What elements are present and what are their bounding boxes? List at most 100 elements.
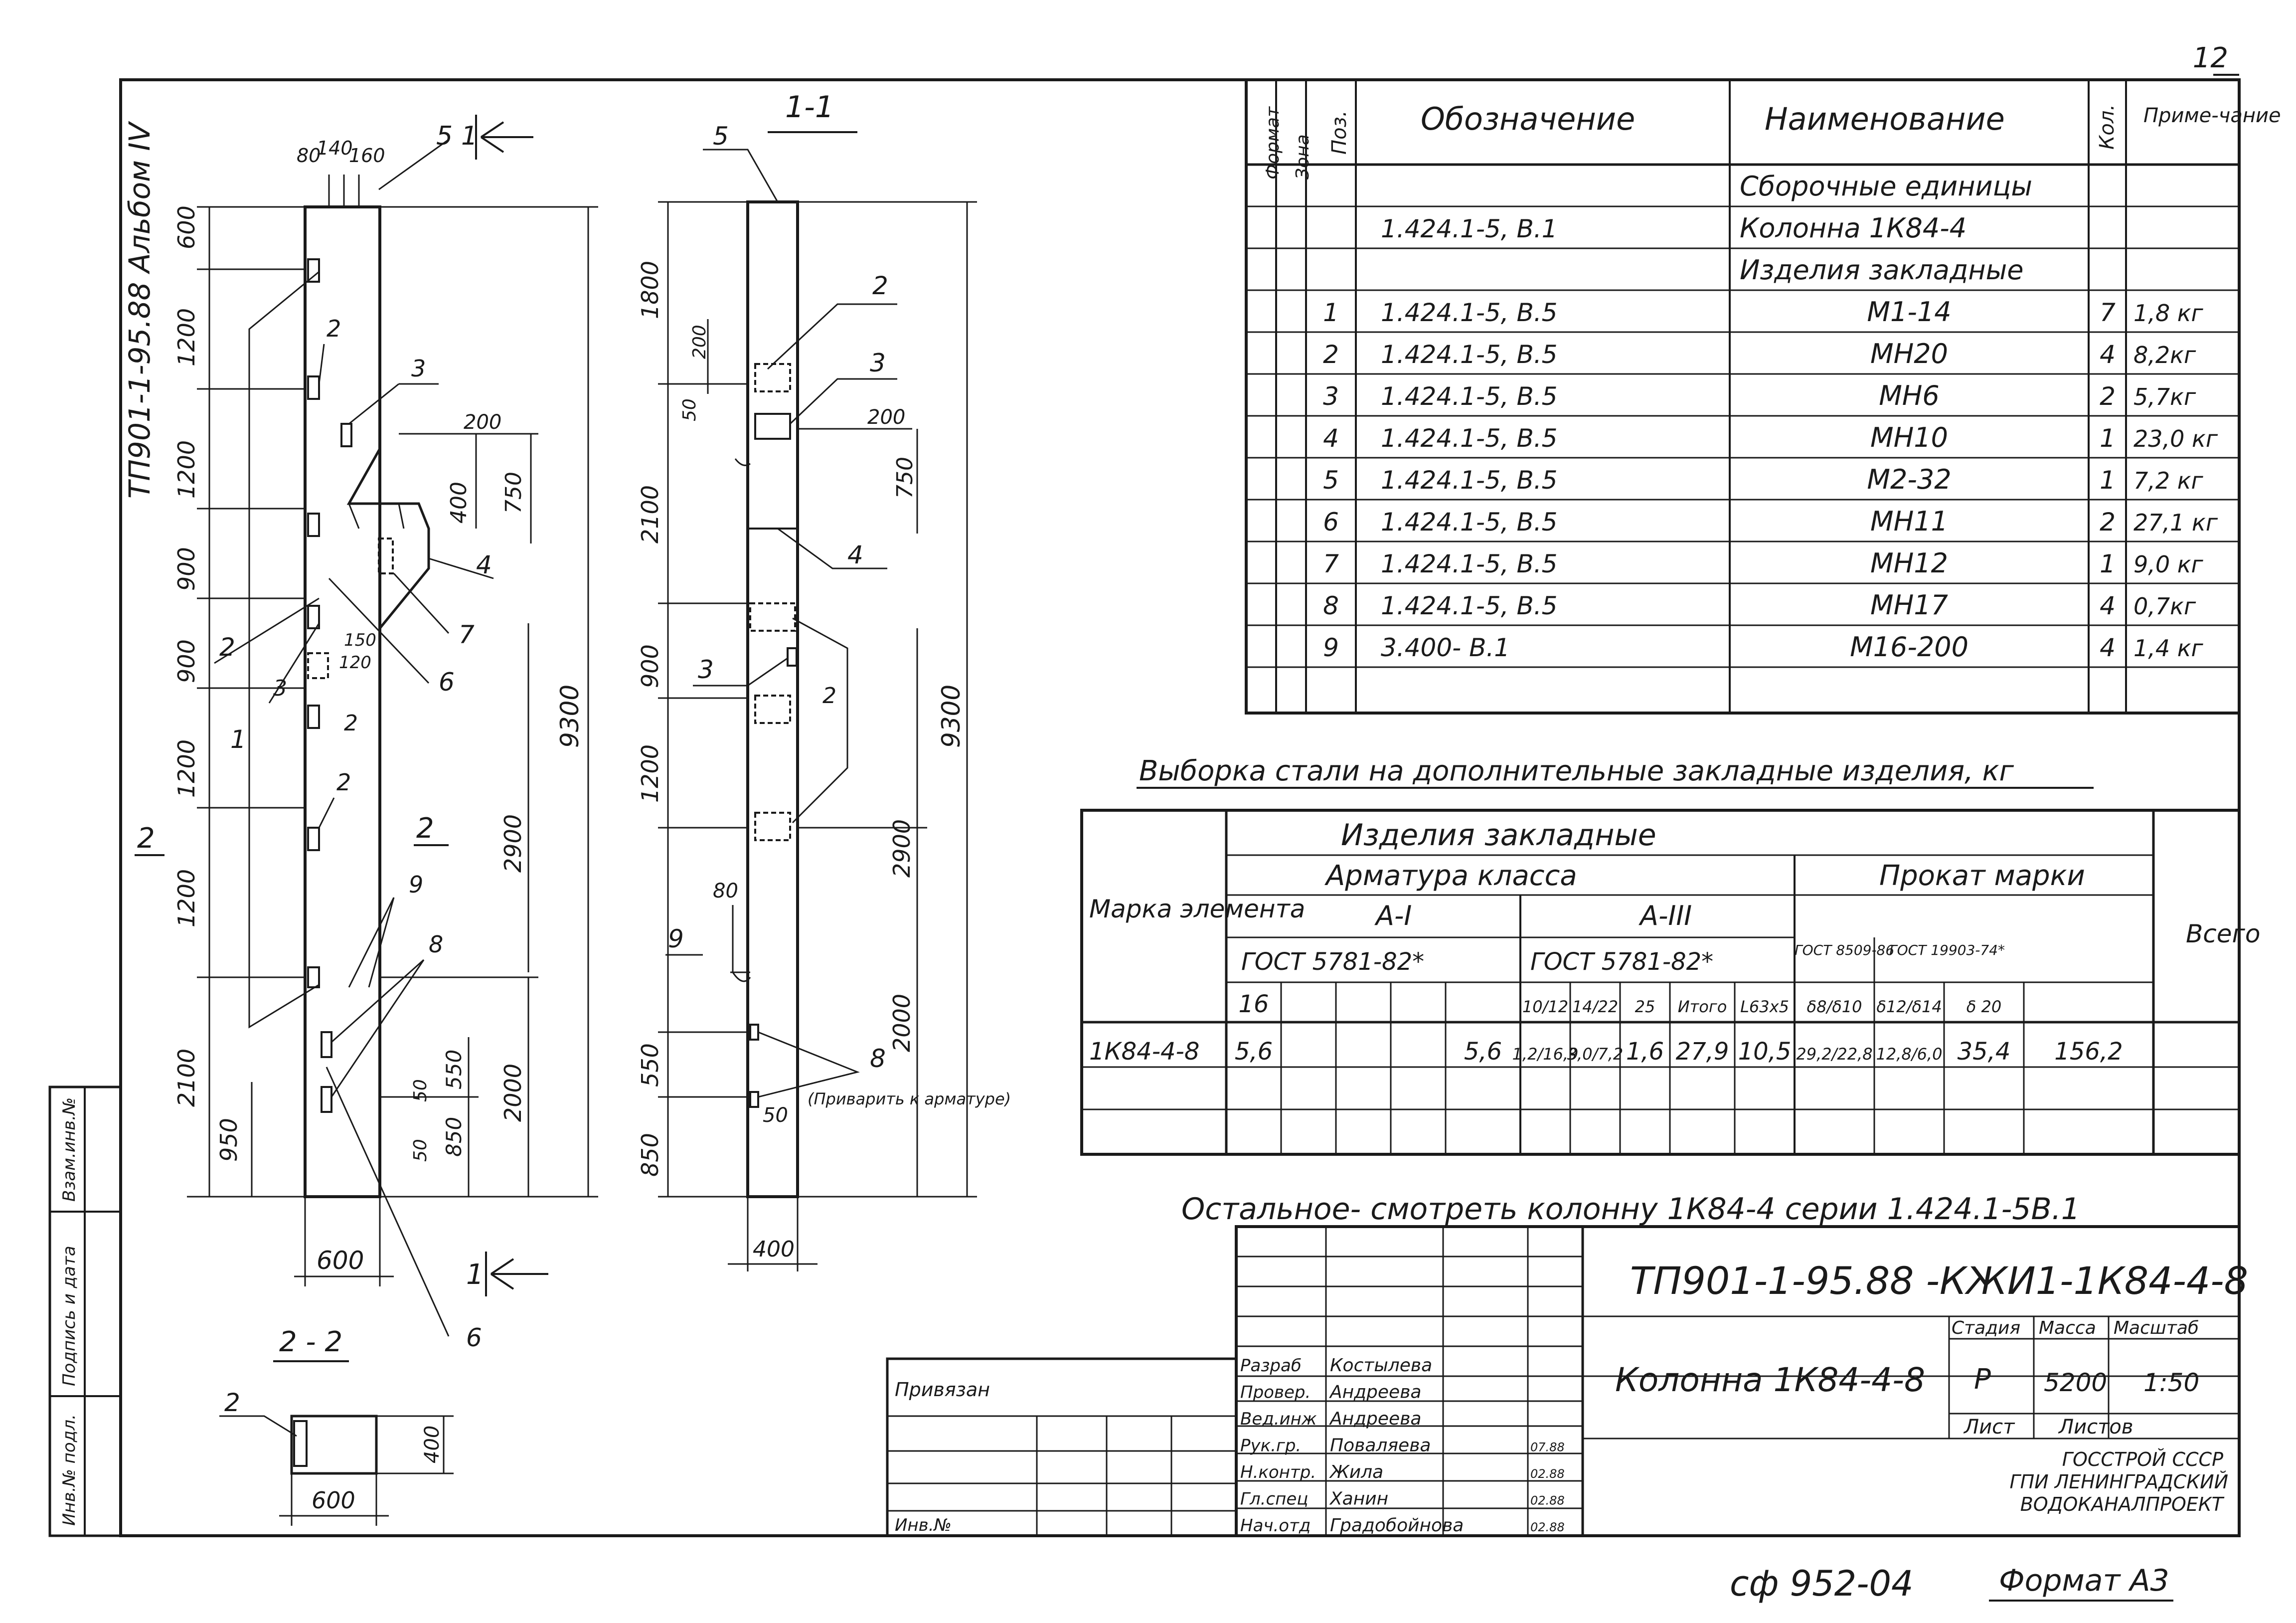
spec-note: 9,0 кг: [2133, 551, 2204, 578]
dim-right: 550: [442, 1050, 466, 1089]
steel-h-gost: ГОСТ 5781-82*: [1530, 948, 1713, 976]
steel-h-a1: А-I: [1374, 900, 1412, 931]
dim-base: 400: [753, 1237, 795, 1262]
steel-h-a3: А-III: [1639, 900, 1692, 931]
steel-value: 156,2: [2054, 1038, 2123, 1066]
steel-sub: 16: [1238, 990, 1269, 1018]
callout: 3: [273, 676, 287, 701]
section-2-2-rect: [290, 1415, 378, 1475]
svg-text:1200: 1200: [173, 440, 200, 499]
spec-header: Обозначение: [1421, 101, 1635, 137]
binding-label: Привязан: [895, 1379, 990, 1401]
side-code: ТП901-1-95.88 Альбом IV: [123, 121, 157, 499]
svg-text:1200: 1200: [173, 869, 200, 927]
spec-name: МН12: [1870, 547, 1948, 579]
callout: 2: [344, 711, 358, 736]
spec-designation: 1.424.1-5, В.5: [1381, 298, 1558, 327]
sheets-header: Листов: [2058, 1416, 2133, 1439]
person-role: Провер.: [1240, 1383, 1311, 1403]
dim-bottom-left: 950: [215, 1118, 242, 1162]
spec-pos: 8: [1323, 591, 1339, 620]
section-2-2: 2 - 2 2 400 600: [219, 1326, 454, 1526]
spec-header: Зона: [1293, 134, 1313, 180]
spec-name: Сборочные единицы: [1740, 171, 2032, 202]
elevation-view: 80 140 160 5 1 600 1200 1200 900 900 120…: [135, 115, 598, 1352]
steel-h-gost: ГОСТ 8509-86: [1795, 942, 1894, 958]
scale-value: 1:50: [2143, 1368, 2199, 1397]
sheet-number: 12: [2193, 42, 2228, 74]
spec-name: Колонна 1К84-4: [1740, 212, 1967, 244]
person-date: 02.88: [1530, 1467, 1565, 1481]
callout: 5: [713, 122, 729, 151]
dim-right: 850: [442, 1117, 466, 1157]
spec-pos: 9: [1323, 633, 1339, 662]
steel-value: 29,2/22,8: [1796, 1045, 1872, 1064]
callout: 1: [230, 725, 246, 754]
dim: 600: [312, 1487, 355, 1514]
person-name: Поваляева: [1330, 1436, 1431, 1456]
spec-qty: 7: [2100, 298, 2116, 327]
steel-sub: 10/12: [1522, 997, 1568, 1016]
spec-qty: 4: [2100, 633, 2116, 662]
person-role: Разраб: [1240, 1356, 1302, 1376]
steel-sub: δ12/δ14: [1876, 997, 1942, 1016]
dim-right: 750: [501, 472, 526, 514]
steel-h-rolled: Прокат марки: [1879, 860, 2085, 892]
spec-designation: 3.400- В.1: [1381, 633, 1510, 662]
spec-pos: 1: [1323, 298, 1339, 327]
dim: 200: [689, 325, 710, 359]
callout: 7: [459, 620, 475, 649]
person-name: Андреева: [1329, 1409, 1421, 1429]
callout: 8: [429, 931, 443, 958]
dim-top: 160: [349, 145, 385, 167]
org-line: ГОССТРОЙ СССР: [2062, 1448, 2223, 1470]
person-name: Градобойнова: [1330, 1515, 1464, 1536]
section-arrow: 1: [461, 121, 478, 151]
embed-plate: [321, 1086, 332, 1113]
embed-plate: [378, 538, 394, 574]
mass-value: 5200: [2044, 1368, 2107, 1397]
svg-text:900: 900: [173, 547, 200, 591]
spec-qty: 1: [2100, 424, 2116, 453]
spec-header: Поз.: [1328, 110, 1351, 155]
spec-pos: 4: [1323, 424, 1339, 453]
callout: 3: [698, 655, 714, 684]
steel-title: Выборка стали на дополнительные закладны…: [1139, 755, 2014, 787]
spec-header: Наименование: [1765, 101, 2005, 137]
steel-h-rebar: Арматура класса: [1324, 860, 1577, 892]
steel-sub: L63х5: [1740, 997, 1789, 1016]
person-role: Рук.гр.: [1240, 1436, 1301, 1456]
steel-h-mark: Марка элемента: [1089, 895, 1305, 923]
spec-designation: 1.424.1-5, В.5: [1381, 466, 1558, 495]
steel-value: 12,8/6,0: [1876, 1045, 1943, 1064]
embed-plate: [321, 1031, 332, 1058]
dim-top: 140: [317, 137, 353, 159]
spec-note: 23,0 кг: [2133, 425, 2218, 452]
embed-plate: [307, 513, 320, 537]
section-mark: 2: [416, 812, 434, 845]
spec-header: Приме-чание: [2143, 104, 2281, 127]
dim: 2100: [637, 485, 663, 543]
sheet-header: Лист: [1963, 1416, 2015, 1439]
person-role: Вед.инж: [1240, 1409, 1317, 1429]
doc-code: ТП901-1-95.88 -КЖИ1-1К84-4-8: [1630, 1259, 2248, 1303]
spec-name: МН20: [1870, 338, 1948, 369]
dim-top: 80: [297, 145, 321, 167]
dim: 400: [421, 1426, 444, 1463]
dim-right: 120: [339, 653, 371, 673]
dim: 750: [892, 457, 918, 499]
callout: 6: [439, 668, 455, 697]
scale-header: Масштаб: [2114, 1318, 2199, 1338]
callout: 8: [870, 1044, 886, 1073]
spec-pos: 5: [1323, 466, 1339, 495]
dim: 1800: [637, 261, 663, 319]
person-date: 02.88: [1530, 1494, 1565, 1508]
spec-name: МН10: [1870, 422, 1948, 453]
stage-header: Стадия: [1952, 1318, 2020, 1338]
spec-note: 0,7кг: [2133, 593, 2196, 620]
spec-note: 1,4 кг: [2133, 635, 2204, 662]
org-line: ВОДОКАНАЛПРОЕКТ: [2020, 1493, 2225, 1515]
spec-name: М16-200: [1850, 631, 1968, 663]
